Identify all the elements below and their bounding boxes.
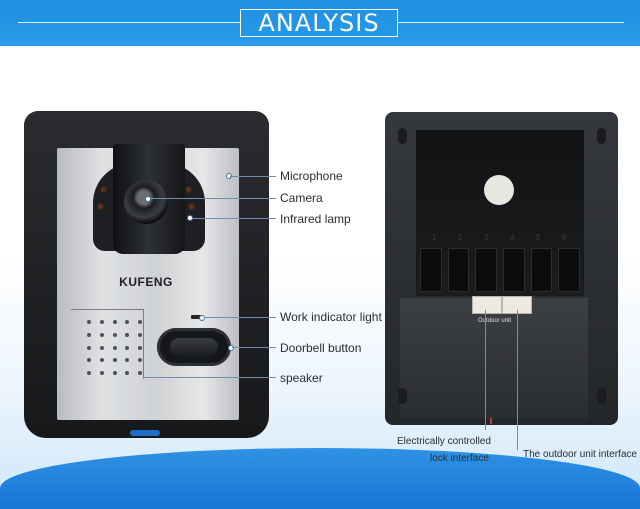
terminal-number: 1 — [432, 233, 437, 242]
infrared-lamp-label: Infrared lamp — [280, 212, 351, 226]
camera-lens — [124, 180, 168, 224]
terminal-number: 2 — [458, 233, 463, 242]
infrared-led — [188, 203, 195, 210]
leader-line — [232, 347, 276, 348]
sticker — [484, 175, 514, 205]
mount-hole — [597, 388, 606, 404]
mount-hole — [398, 128, 407, 144]
blue-floor — [0, 448, 640, 509]
terminal-block — [420, 248, 581, 292]
lock-interface-label-line2: lock interface — [430, 453, 489, 464]
leader-line — [143, 377, 276, 378]
back-lower-panel — [400, 298, 588, 418]
header-line-right — [398, 22, 624, 23]
back-panel — [416, 130, 584, 296]
outdoor-unit-tag: Outdoor unit — [478, 318, 512, 324]
leader-line — [192, 218, 276, 219]
doorbell-button-inner — [170, 338, 218, 356]
speaker-outline — [71, 309, 144, 379]
leader-line — [204, 317, 276, 318]
leader-line — [150, 198, 276, 199]
lock-connector — [472, 296, 502, 314]
leader-dot — [199, 315, 205, 321]
infrared-led — [97, 203, 104, 210]
doorbell-button-label: Doorbell button — [280, 341, 362, 355]
work-indicator-label: Work indicator light — [280, 310, 382, 324]
red-wire — [490, 418, 492, 424]
mount-hole — [597, 128, 606, 144]
front-device-foot — [130, 430, 160, 436]
speaker-grille — [85, 318, 145, 378]
terminal-number: 3 — [484, 233, 489, 242]
leader-dot — [228, 345, 234, 351]
infrared-led — [100, 186, 107, 193]
lock-interface-label-line1: Electrically controlled — [397, 436, 491, 447]
page-title: ANALYSIS — [240, 9, 398, 37]
terminal-number: 4 — [510, 233, 515, 242]
infrared-led — [185, 186, 192, 193]
speaker-label: speaker — [280, 371, 323, 385]
leader-line — [485, 310, 486, 430]
work-indicator-light — [191, 315, 201, 319]
mount-hole — [398, 388, 407, 404]
camera-label: Camera — [280, 191, 323, 205]
brand-logo: KUFENG — [119, 275, 173, 289]
terminal-number: 5 — [536, 233, 541, 242]
leader-dot — [145, 196, 151, 202]
leader-line — [517, 310, 518, 450]
microphone-label: Microphone — [280, 169, 343, 183]
header-bar: ANALYSIS — [0, 0, 640, 46]
header-line-left — [18, 22, 240, 23]
outdoor-interface-label: The outdoor unit interface — [523, 449, 637, 460]
leader-line — [230, 176, 276, 177]
terminal-number: 6 — [562, 233, 567, 242]
